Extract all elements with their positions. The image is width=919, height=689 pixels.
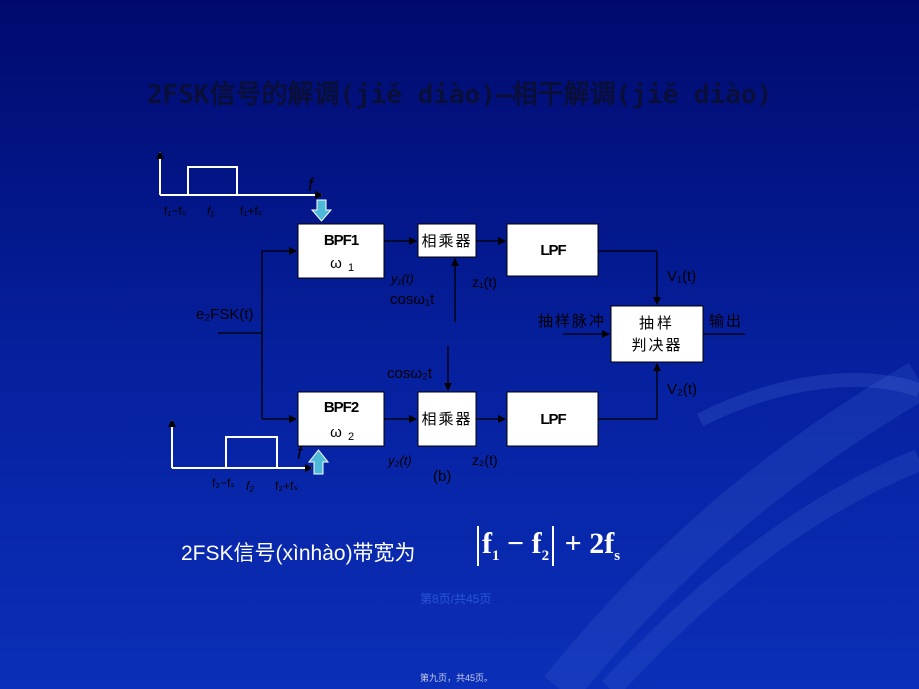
spectrum-2-tick-mid: f₂	[246, 479, 254, 493]
bpf2-label: BPF2	[324, 399, 359, 416]
multiplier-1-block: 相乘器	[417, 223, 477, 258]
z2-label: z₂(t)	[472, 452, 498, 468]
input-signal-label: e₂FSK(t)	[196, 306, 254, 323]
slide-title: 2FSK信号的解调(jiě diào)—相干解调(jiě diào)	[146, 80, 773, 110]
bpf2-block: BPF2 ω 2	[297, 391, 385, 447]
lpf-1-block: LPF	[506, 223, 599, 277]
bandwidth-caption: 2FSK信号(xìnhào)带宽为	[181, 542, 416, 565]
y2-label: y₂(t)	[387, 453, 412, 468]
lpf-1-label: LPF	[540, 242, 566, 259]
decision-block: 抽样 判决器	[610, 305, 704, 363]
bpf1-omega-sub: 1	[348, 262, 354, 274]
multiplier-2-block: 相乘器	[417, 391, 477, 447]
spectrum-1-axis-label: f	[308, 175, 315, 195]
bpf2-omega-sub: 2	[348, 431, 354, 443]
bpf1-omega: ω	[330, 255, 342, 272]
y1-label: y₁(t)	[390, 271, 414, 286]
v2-label: V₂(t)	[667, 381, 697, 398]
output-label: 输出	[709, 313, 743, 330]
spectrum-1-tick-mid: f₁	[207, 204, 214, 218]
lpf-2-label: LPF	[540, 411, 566, 428]
bandwidth-formula: f1 − f2 + 2fs	[474, 526, 620, 566]
bpf1-block: BPF1 ω 1	[297, 223, 385, 279]
cos2-label: cosω₂t	[387, 365, 433, 382]
spectrum-1-tick-right: f₁+fₛ	[240, 204, 262, 218]
lpf-2-block: LPF	[506, 391, 599, 447]
bpf2-omega: ω	[330, 424, 342, 441]
spectrum-1: f f₁−fₛ f₁ f₁+fₛ	[156, 151, 323, 218]
spectrum-1-tick-left: f₁−fₛ	[164, 204, 186, 218]
abs-bar-left	[477, 526, 479, 566]
z1-label: z₁(t)	[472, 274, 497, 290]
multiplier-1-label: 相乘器	[421, 233, 472, 250]
cos1-label: cosω₁t	[390, 291, 435, 308]
page-number: 第8页/共45页	[420, 592, 492, 606]
arrow-up-icon	[307, 449, 330, 475]
footer-text: 第九页，共45页。	[420, 673, 494, 683]
spectrum-1-band	[187, 166, 238, 195]
spectrum-2: f f₂−fₛ f₂ f₂+fₛ	[168, 419, 313, 493]
spectrum-2-axis-label: f	[297, 443, 304, 463]
sampling-pulse-label: 抽样脉冲	[538, 313, 606, 330]
signal-lines	[218, 237, 745, 423]
figure-label: (b)	[433, 468, 451, 485]
spectrum-2-tick-left: f₂−fₛ	[212, 476, 235, 490]
decision-label-line2: 判决器	[631, 337, 682, 354]
decision-label-line1: 抽样	[639, 315, 675, 332]
multiplier-2-label: 相乘器	[421, 411, 472, 428]
arrow-down-icon	[310, 199, 333, 222]
abs-bar-right	[552, 526, 555, 566]
bpf1-label: BPF1	[324, 232, 359, 249]
v1-label: V₁(t)	[667, 268, 696, 285]
spectrum-2-tick-right: f₂+fₛ	[275, 479, 298, 493]
spectrum-2-band	[225, 436, 278, 468]
